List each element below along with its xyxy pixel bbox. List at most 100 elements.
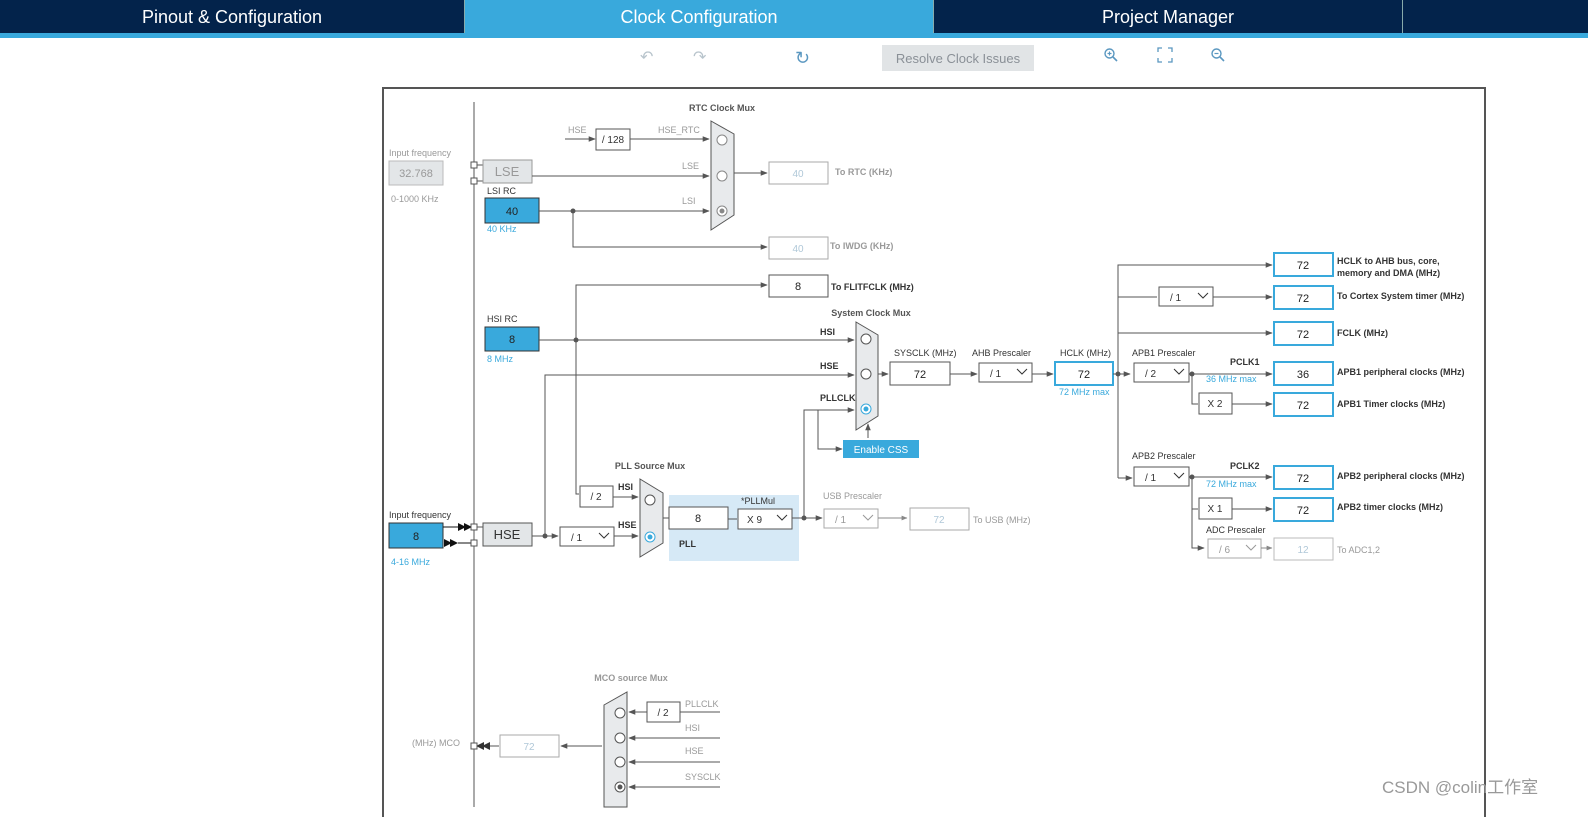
to-iwdg-field <box>768 236 829 260</box>
lse-label: LSE <box>495 164 520 179</box>
hse-input-freq-field[interactable] <box>388 522 444 549</box>
refresh-icon[interactable]: ↻ <box>795 48 811 68</box>
pll-hsi-div2: / 2 <box>590 492 602 503</box>
lsi-title: LSI RC <box>487 186 517 196</box>
pll-mux-hsi-label: HSI <box>618 482 633 492</box>
pll-input-field <box>668 506 729 530</box>
output-label: To Cortex System timer (MHz) <box>1337 291 1464 301</box>
mco-option-pllclk[interactable] <box>614 707 626 719</box>
fit-screen-icon[interactable] <box>1157 47 1173 69</box>
pclk1-label: PCLK1 <box>1230 357 1260 367</box>
usb-output-value: 72 <box>933 515 945 526</box>
zoom-out-icon[interactable] <box>1210 47 1226 69</box>
ahb-prescaler-select[interactable] <box>978 362 1033 383</box>
pllmul-value: X 9 <box>747 515 762 526</box>
enable-css-button[interactable] <box>843 440 919 458</box>
mco-mux-title: MCO source Mux <box>594 673 668 683</box>
usb-output-label: To USB (MHz) <box>973 515 1031 525</box>
output-field[interactable] <box>1273 361 1334 386</box>
output-field[interactable] <box>1273 252 1334 277</box>
output-field[interactable] <box>1273 497 1334 522</box>
chevron-down-icon <box>1245 544 1257 551</box>
apb2-timer-x: X 1 <box>1207 504 1222 515</box>
undo-icon[interactable]: ↶ <box>640 49 654 66</box>
to-iwdg-label: To IWDG (KHz) <box>830 241 893 251</box>
sys-mux-option-hsi[interactable] <box>860 333 872 345</box>
resolve-clock-issues-button[interactable]: Resolve Clock Issues <box>882 45 1034 71</box>
sysclk-value: 72 <box>914 369 926 381</box>
hsi-block[interactable] <box>484 326 540 352</box>
rtc-mux-title: RTC Clock Mux <box>689 103 755 113</box>
pll-mux-title: PLL Source Mux <box>615 461 685 471</box>
rtc-div128: / 128 <box>602 135 625 146</box>
output-value: 36 <box>1297 369 1309 381</box>
sys-mux-option-hse[interactable] <box>860 368 872 380</box>
apb1-prescaler-label: APB1 Prescaler <box>1132 348 1196 358</box>
chevron-down-icon <box>1173 368 1185 375</box>
apb1-prescaler-value: / 2 <box>1145 369 1157 380</box>
pllmul-select[interactable] <box>737 508 793 530</box>
flitfclk-field <box>768 274 829 298</box>
watermark: CSDN @colin工作室 <box>1382 778 1539 797</box>
tab-project-manager[interactable]: Project Manager <box>1101 7 1235 27</box>
pclk2-label: PCLK2 <box>1230 461 1260 471</box>
apb2-prescaler-label: APB2 Prescaler <box>1132 451 1196 461</box>
pllmul-label: *PLLMul <box>741 496 775 506</box>
rtc-mux-option-lse[interactable] <box>716 170 728 182</box>
chevron-down-icon <box>1016 368 1028 375</box>
adc-prescaler-value: / 6 <box>1219 545 1231 556</box>
sys-mux-hsi-label: HSI <box>820 327 835 337</box>
adc-output-label: To ADC1,2 <box>1337 545 1380 555</box>
tab-divider <box>933 0 934 34</box>
hclk-value: 72 <box>1078 369 1090 381</box>
pll-mux-option-hsi[interactable] <box>644 494 656 506</box>
zoom-in-icon[interactable] <box>1103 47 1119 69</box>
chevron-down-icon <box>862 514 874 521</box>
redo-icon[interactable]: ↷ <box>693 49 707 66</box>
output-field[interactable] <box>1273 465 1334 490</box>
clock-tree-diagram: Input frequency 32.768 0-1000 KHz LSE LS… <box>388 102 1465 808</box>
rtc-lsi-label: LSI <box>682 196 696 206</box>
tab-divider <box>1402 0 1403 34</box>
mco-hse-label: HSE <box>685 746 704 756</box>
clock-tree-canvas: Input frequency 32.768 0-1000 KHz LSE LS… <box>382 87 1486 817</box>
hsi-unit: 8 MHz <box>487 354 514 364</box>
tab-pinout-configuration[interactable]: Pinout & Configuration <box>141 7 323 27</box>
rtc-mux-option-hse[interactable] <box>716 134 728 146</box>
apb1-prescaler-select[interactable] <box>1133 362 1190 383</box>
output-value: 72 <box>1297 329 1309 341</box>
mco-option-hsi[interactable] <box>614 732 626 744</box>
usb-prescaler-value: / 1 <box>835 515 847 526</box>
enable-css-label: Enable CSS <box>854 445 909 456</box>
output-field[interactable] <box>1273 321 1334 346</box>
hse-input-freq-value: 8 <box>413 531 419 543</box>
output-value: 72 <box>1297 473 1309 485</box>
hse-input-freq-label: Input frequency <box>389 510 452 520</box>
output-value: 72 <box>1297 260 1309 272</box>
cortex-divider-value: / 1 <box>1170 293 1182 304</box>
mco-output-value: 72 <box>523 742 535 753</box>
output-label: APB1 Timer clocks (MHz) <box>1337 399 1445 409</box>
adc-output-value: 12 <box>1297 545 1309 556</box>
hsi-value: 8 <box>509 334 515 346</box>
cortex-timer-divider-select[interactable] <box>1158 286 1214 307</box>
lse-input-freq-field[interactable] <box>388 160 444 186</box>
pll-label: PLL <box>679 539 697 549</box>
hsi-title: HSI RC <box>487 314 518 324</box>
hse-label: HSE <box>494 527 521 542</box>
sysclk-label: SYSCLK (MHz) <box>894 348 957 358</box>
mco-option-hse[interactable] <box>614 756 626 768</box>
pclk2-max: 72 MHz max <box>1206 479 1257 489</box>
output-field[interactable] <box>1273 285 1334 310</box>
usb-output-field <box>909 507 970 531</box>
output-field[interactable] <box>1273 392 1334 417</box>
rtc-hse-label: HSE <box>568 125 587 135</box>
lsi-unit: 40 KHz <box>487 224 517 234</box>
lse-input-freq-value: 32.768 <box>399 168 433 180</box>
tab-clock-configuration[interactable]: Clock Configuration <box>465 0 933 34</box>
output-label: FCLK (MHz) <box>1337 328 1388 338</box>
sys-mux-hse-label: HSE <box>820 361 839 371</box>
lsi-block[interactable] <box>484 197 540 224</box>
chevron-down-icon <box>1197 292 1209 299</box>
to-iwdg-value: 40 <box>792 244 804 255</box>
